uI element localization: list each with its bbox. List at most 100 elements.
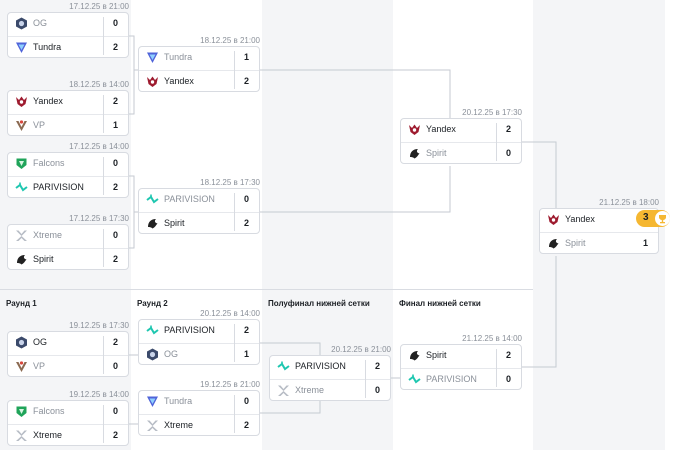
team-name: Spirit — [164, 218, 185, 228]
team-row[interactable]: Tundra 1 — [139, 47, 259, 69]
team-name: OG — [33, 337, 48, 347]
team-score: 2 — [112, 337, 118, 347]
team-name: Tundra — [33, 42, 62, 52]
vp-logo-icon — [15, 119, 28, 132]
team-name: PARIVISION — [164, 325, 215, 335]
team-row[interactable]: Spirit 2 — [139, 212, 259, 235]
xtreme-logo-icon — [15, 429, 28, 442]
xtreme-logo-icon — [15, 229, 28, 242]
score-separator — [496, 123, 497, 161]
team-name: Falcons — [33, 406, 65, 416]
spirit-logo-icon — [408, 349, 421, 362]
team-name: Yandex — [426, 124, 456, 134]
tundra-logo-icon — [146, 51, 159, 64]
team-name: Spirit — [565, 238, 586, 248]
team-score: 0 — [374, 385, 380, 395]
team-name: Tundra — [164, 396, 193, 406]
team-score: 2 — [243, 218, 249, 228]
score-separator — [103, 17, 104, 55]
team-row[interactable]: Xtreme 2 — [8, 424, 128, 447]
team-score: 0 — [112, 230, 118, 240]
team-score: 2 — [243, 420, 249, 430]
team-row[interactable]: PARIVISION 0 — [139, 189, 259, 211]
round-label-lower-semi: Полуфинал нижней сетки — [268, 299, 370, 308]
match-date: 17.12.25 в 14:00 — [69, 142, 129, 151]
score-separator — [234, 193, 235, 231]
team-score: 1 — [243, 52, 249, 62]
team-score: 0 — [505, 374, 511, 384]
team-score: 2 — [505, 350, 511, 360]
team-row[interactable]: Yandex — [540, 209, 658, 231]
match-date: 19.12.25 в 21:00 — [200, 380, 260, 389]
falcons-logo-icon — [15, 405, 28, 418]
team-row[interactable]: OG 2 — [8, 332, 128, 354]
og-logo-icon — [146, 348, 159, 361]
spirit-logo-icon — [146, 217, 159, 230]
match-date: 18.12.25 в 21:00 — [200, 36, 260, 45]
team-name: Xtreme — [33, 230, 63, 240]
team-name: Yandex — [164, 76, 194, 86]
score-separator — [234, 324, 235, 362]
team-name: Tundra — [164, 52, 193, 62]
yandex-logo-icon — [547, 213, 560, 226]
team-score: 0 — [112, 361, 118, 371]
team-name: PARIVISION — [295, 361, 346, 371]
tundra-logo-icon — [15, 41, 28, 54]
team-score: 0 — [243, 194, 249, 204]
score-separator — [103, 157, 104, 195]
tundra-logo-icon — [146, 395, 159, 408]
match-date: 20.12.25 в 17:30 — [462, 108, 522, 117]
match-date: 20.12.25 в 21:00 — [331, 345, 391, 354]
match-date: 19.12.25 в 14:00 — [69, 390, 129, 399]
score-separator — [496, 349, 497, 387]
team-score: 2 — [374, 361, 380, 371]
parivision-logo-icon — [408, 373, 421, 386]
grand-final-winner-score: 3 — [643, 212, 649, 223]
match-date: 19.12.25 в 17:30 — [69, 321, 129, 330]
team-name: PARIVISION — [164, 194, 215, 204]
yandex-logo-icon — [408, 123, 421, 136]
team-score: 2 — [112, 430, 118, 440]
score-separator — [103, 336, 104, 374]
team-name: Xtreme — [33, 430, 63, 440]
score-separator — [234, 395, 235, 433]
team-row[interactable]: Xtreme 0 — [8, 225, 128, 247]
team-score: 0 — [112, 158, 118, 168]
team-row[interactable]: PARIVISION 2 — [270, 356, 390, 378]
team-name: VP — [33, 120, 46, 130]
